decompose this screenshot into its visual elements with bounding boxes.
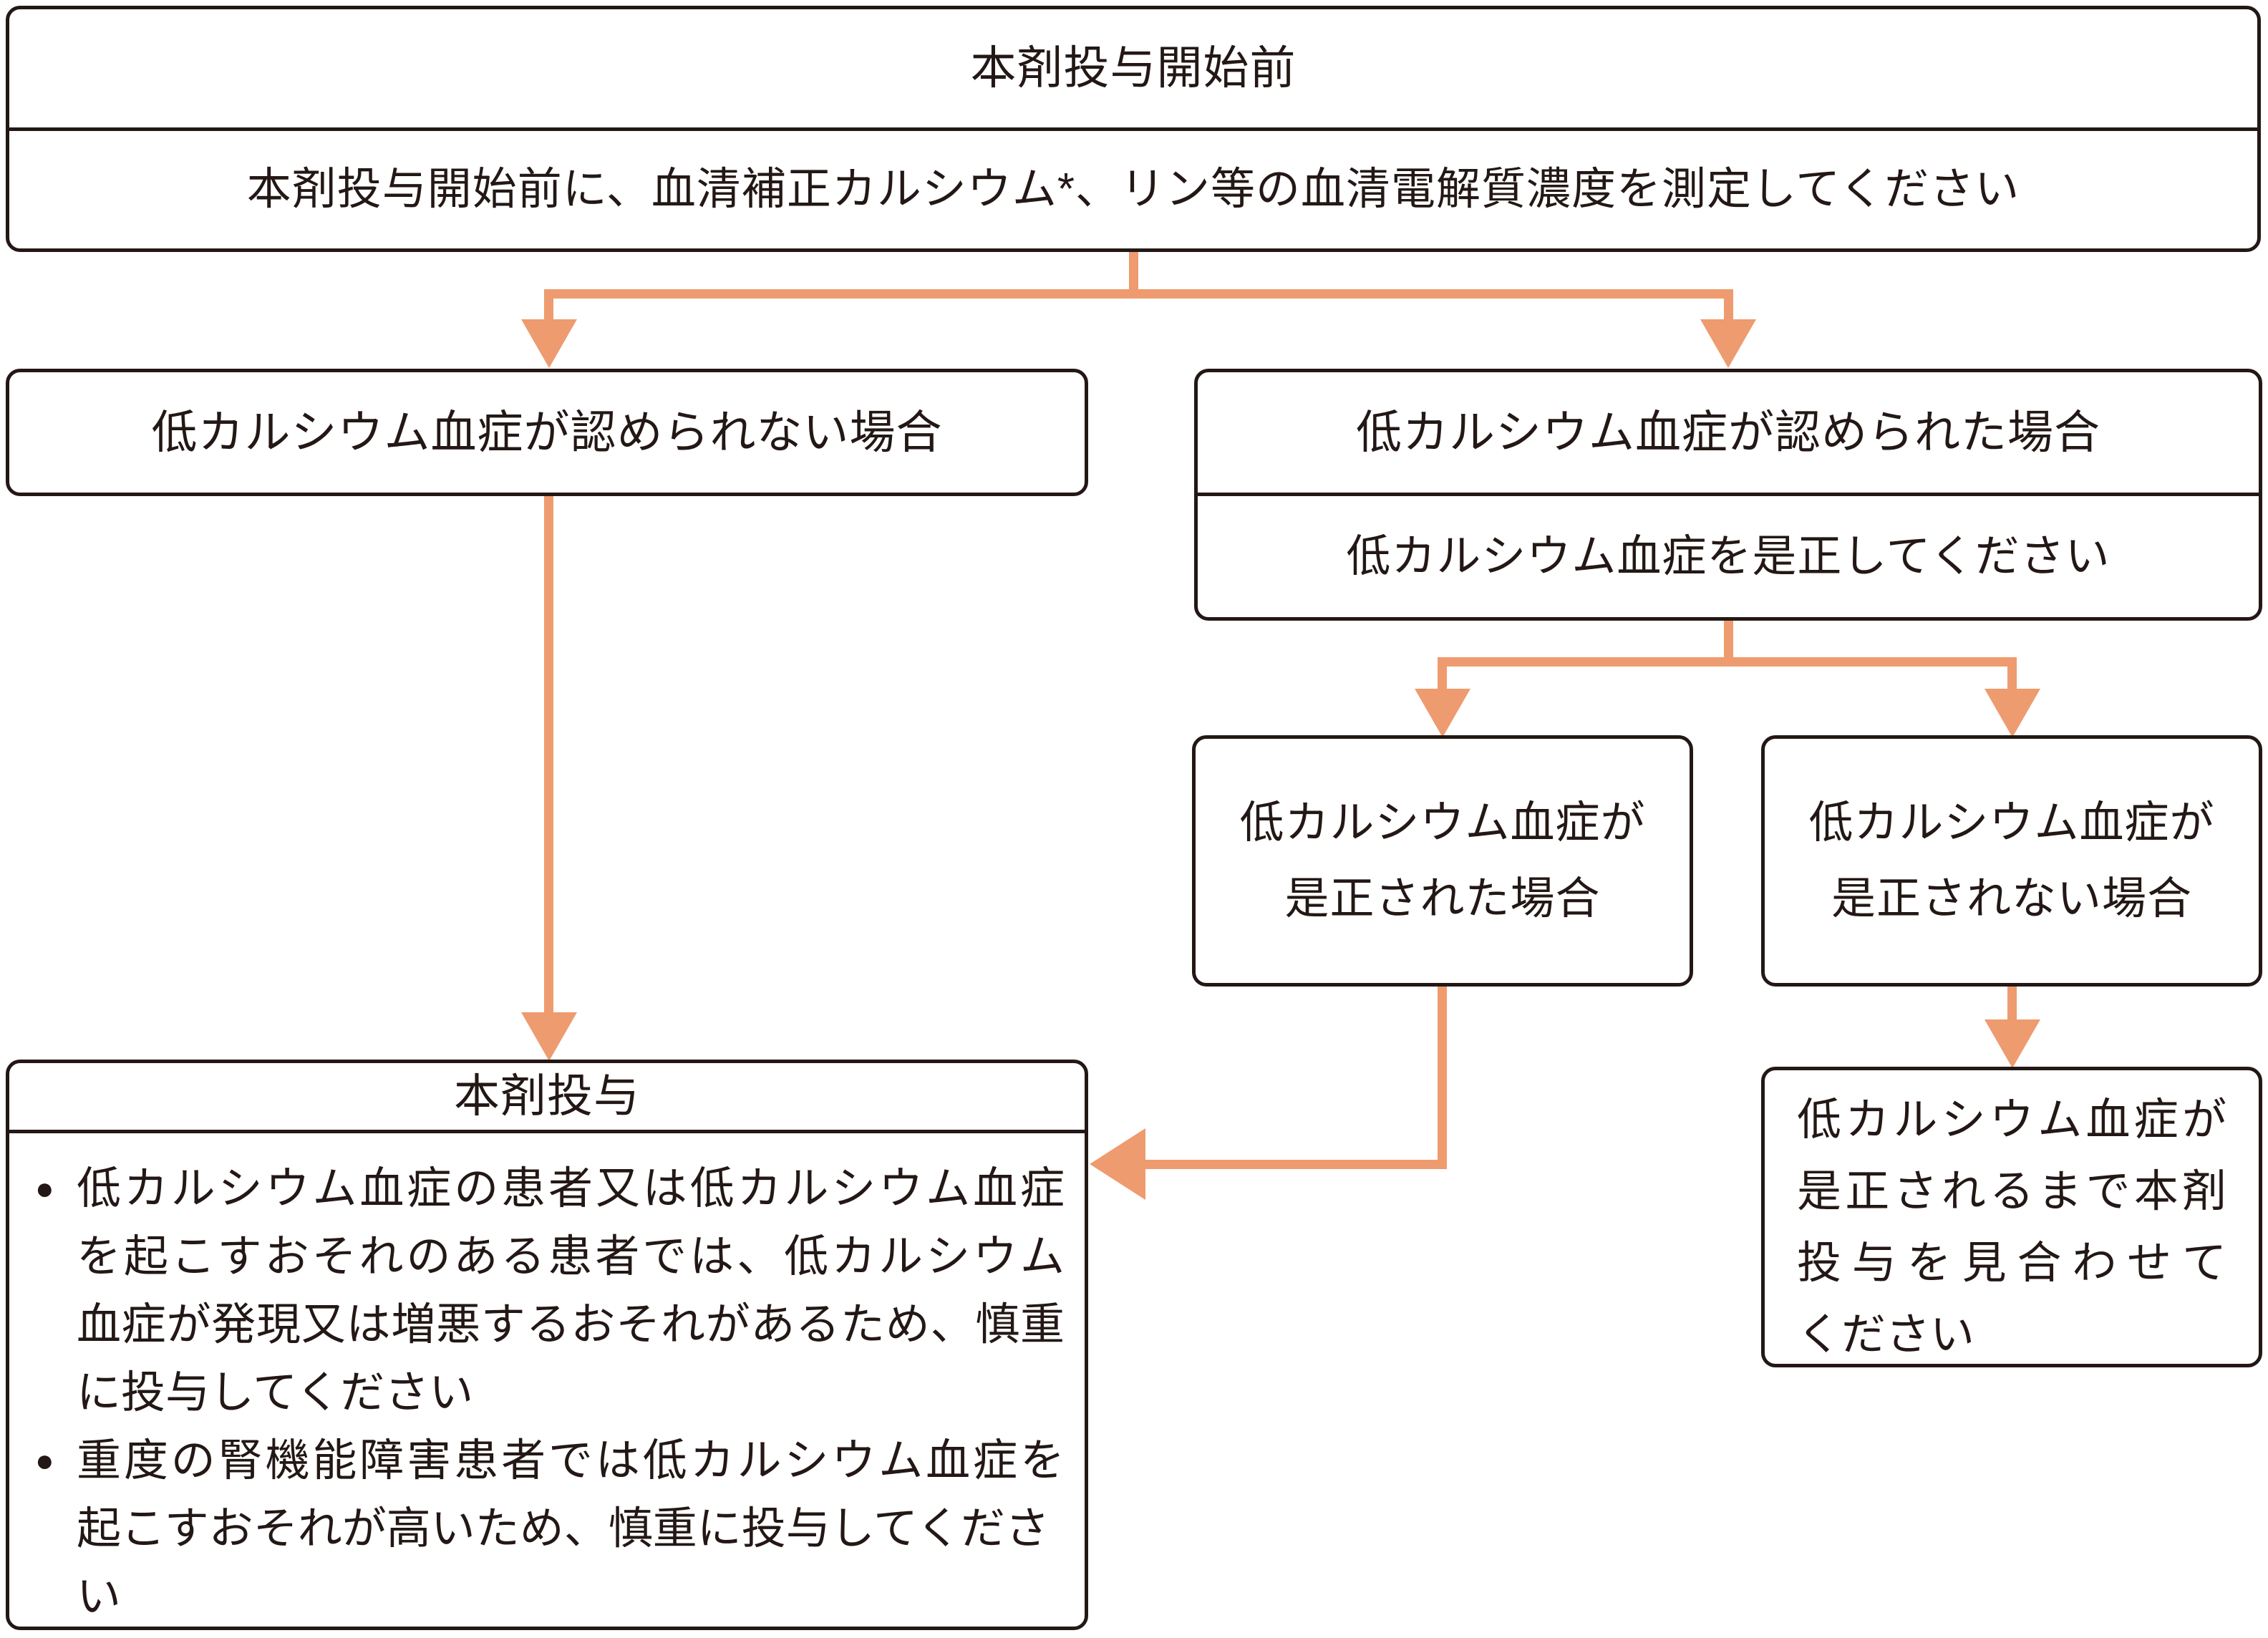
dosing-bullet-line: 重度の腎機能障害患者では低カルシウム血症を xyxy=(77,1435,1065,1486)
connector-not-corrected-stub xyxy=(2007,657,2017,690)
connector-split2-horizontal xyxy=(1438,657,2017,667)
connector-left-long-vertical xyxy=(544,495,553,1014)
dosing-bullet-item: ● 重度の腎機能障害患者では低カルシウム血症を 起こすおそれが高いため、慎重に投… xyxy=(35,1427,1065,1631)
bullet-marker-icon: ● xyxy=(35,1443,54,1478)
dosing-bullet-line: 血症が発現又は増悪するおそれがあるため、慎重 xyxy=(77,1299,1065,1349)
dosing-node: 本剤投与 ● 低カルシウム血症の患者又は低カルシウム血症 を起こすおそれのある患… xyxy=(6,1060,1088,1630)
dosing-bullet-line: 低カルシウム血症の患者又は低カルシウム血症 xyxy=(77,1163,1065,1213)
not-corrected-line: 低カルシウム血症が xyxy=(1808,798,2215,848)
connector-corrected-feed xyxy=(1438,984,1447,1169)
dosing-bullet-line: を起こすおそれのある患者では、低カルシウム xyxy=(77,1231,1065,1281)
dosing-bullet-line: に投与してください xyxy=(77,1367,474,1418)
withhold-line: 投与を見合わせて xyxy=(1797,1239,2226,1288)
start-instruction: 本剤投与開始前に、血清補正カルシウム*、リン等の血清電解質濃度を測定してください xyxy=(246,165,2020,215)
no-hypocalcemia-node: 低カルシウム血症が認められない場合 xyxy=(6,369,1088,496)
withhold-line: 是正されるまで本剤 xyxy=(1797,1167,2226,1216)
connector-corrected-stub xyxy=(1438,657,1447,690)
arrow-down-into-right-branch-icon xyxy=(1700,319,1756,368)
withhold-text: 低カルシウム血症が 是正されるまで本剤 投与を見合わせて ください xyxy=(1765,1070,2259,1378)
no-hypocalcemia-label: 低カルシウム血症が認められない場合 xyxy=(151,406,943,458)
hypocalcemia-node: 低カルシウム血症が認められた場合 低カルシウム血症を是正してください xyxy=(1194,369,2262,621)
connector-split1-horizontal xyxy=(544,289,1733,299)
connector-left-branch-stub xyxy=(544,289,553,321)
corrected-line: 低カルシウム血症が xyxy=(1239,798,1646,848)
withhold-node: 低カルシウム血症が 是正されるまで本剤 投与を見合わせて ください xyxy=(1761,1067,2262,1367)
withhold-line: 低カルシウム血症が xyxy=(1797,1095,2226,1145)
dosing-bullet-line: 起こすおそれが高いため、慎重に投与してください xyxy=(77,1503,1050,1622)
corrected-line: 是正された場合 xyxy=(1284,873,1601,924)
arrow-down-into-left-branch-icon xyxy=(521,319,577,368)
connector-start-feed xyxy=(1129,251,1138,296)
connector-right-branch-stub xyxy=(1724,289,1733,321)
dosing-title: 本剤投与 xyxy=(454,1070,640,1122)
start-node: 本剤投与開始前 本剤投与開始前に、血清補正カルシウム*、リン等の血清電解質濃度を… xyxy=(6,6,2261,252)
hypocalcemia-instruction: 低カルシウム血症を是正してください xyxy=(1346,531,2110,581)
withhold-line: ください xyxy=(1797,1310,1975,1360)
connector-right-branch-feed xyxy=(1724,621,1733,662)
arrow-down-into-dosing-icon xyxy=(521,1012,577,1061)
start-divider xyxy=(9,127,2257,131)
hypocalcemia-divider xyxy=(1198,493,2259,496)
dosing-precautions: ● 低カルシウム血症の患者又は低カルシウム血症 を起こすおそれのある患者では、低… xyxy=(9,1133,1085,1638)
corrected-node: 低カルシウム血症が 是正された場合 xyxy=(1192,735,1693,987)
bullet-marker-icon: ● xyxy=(35,1171,54,1206)
hypocalcemia-label: 低カルシウム血症が認められた場合 xyxy=(1356,406,2100,458)
not-corrected-node: 低カルシウム血症が 是正されない場合 xyxy=(1761,735,2262,987)
arrow-down-into-not-corrected-icon xyxy=(1984,689,2040,737)
dosing-divider xyxy=(9,1129,1085,1133)
connector-not-corrected-feed xyxy=(2007,984,2017,1027)
arrow-left-into-dosing-icon xyxy=(1090,1128,1145,1200)
not-corrected-line: 是正されない場合 xyxy=(1831,873,2192,924)
arrow-down-into-withhold-icon xyxy=(1984,1019,2040,1068)
arrow-down-into-corrected-icon xyxy=(1415,689,1470,737)
connector-to-dosing-horizontal xyxy=(1144,1160,1447,1169)
dosing-bullet-item: ● 低カルシウム血症の患者又は低カルシウム血症 を起こすおそれのある患者では、低… xyxy=(35,1155,1065,1427)
start-title: 本剤投与開始前 xyxy=(970,42,1297,94)
